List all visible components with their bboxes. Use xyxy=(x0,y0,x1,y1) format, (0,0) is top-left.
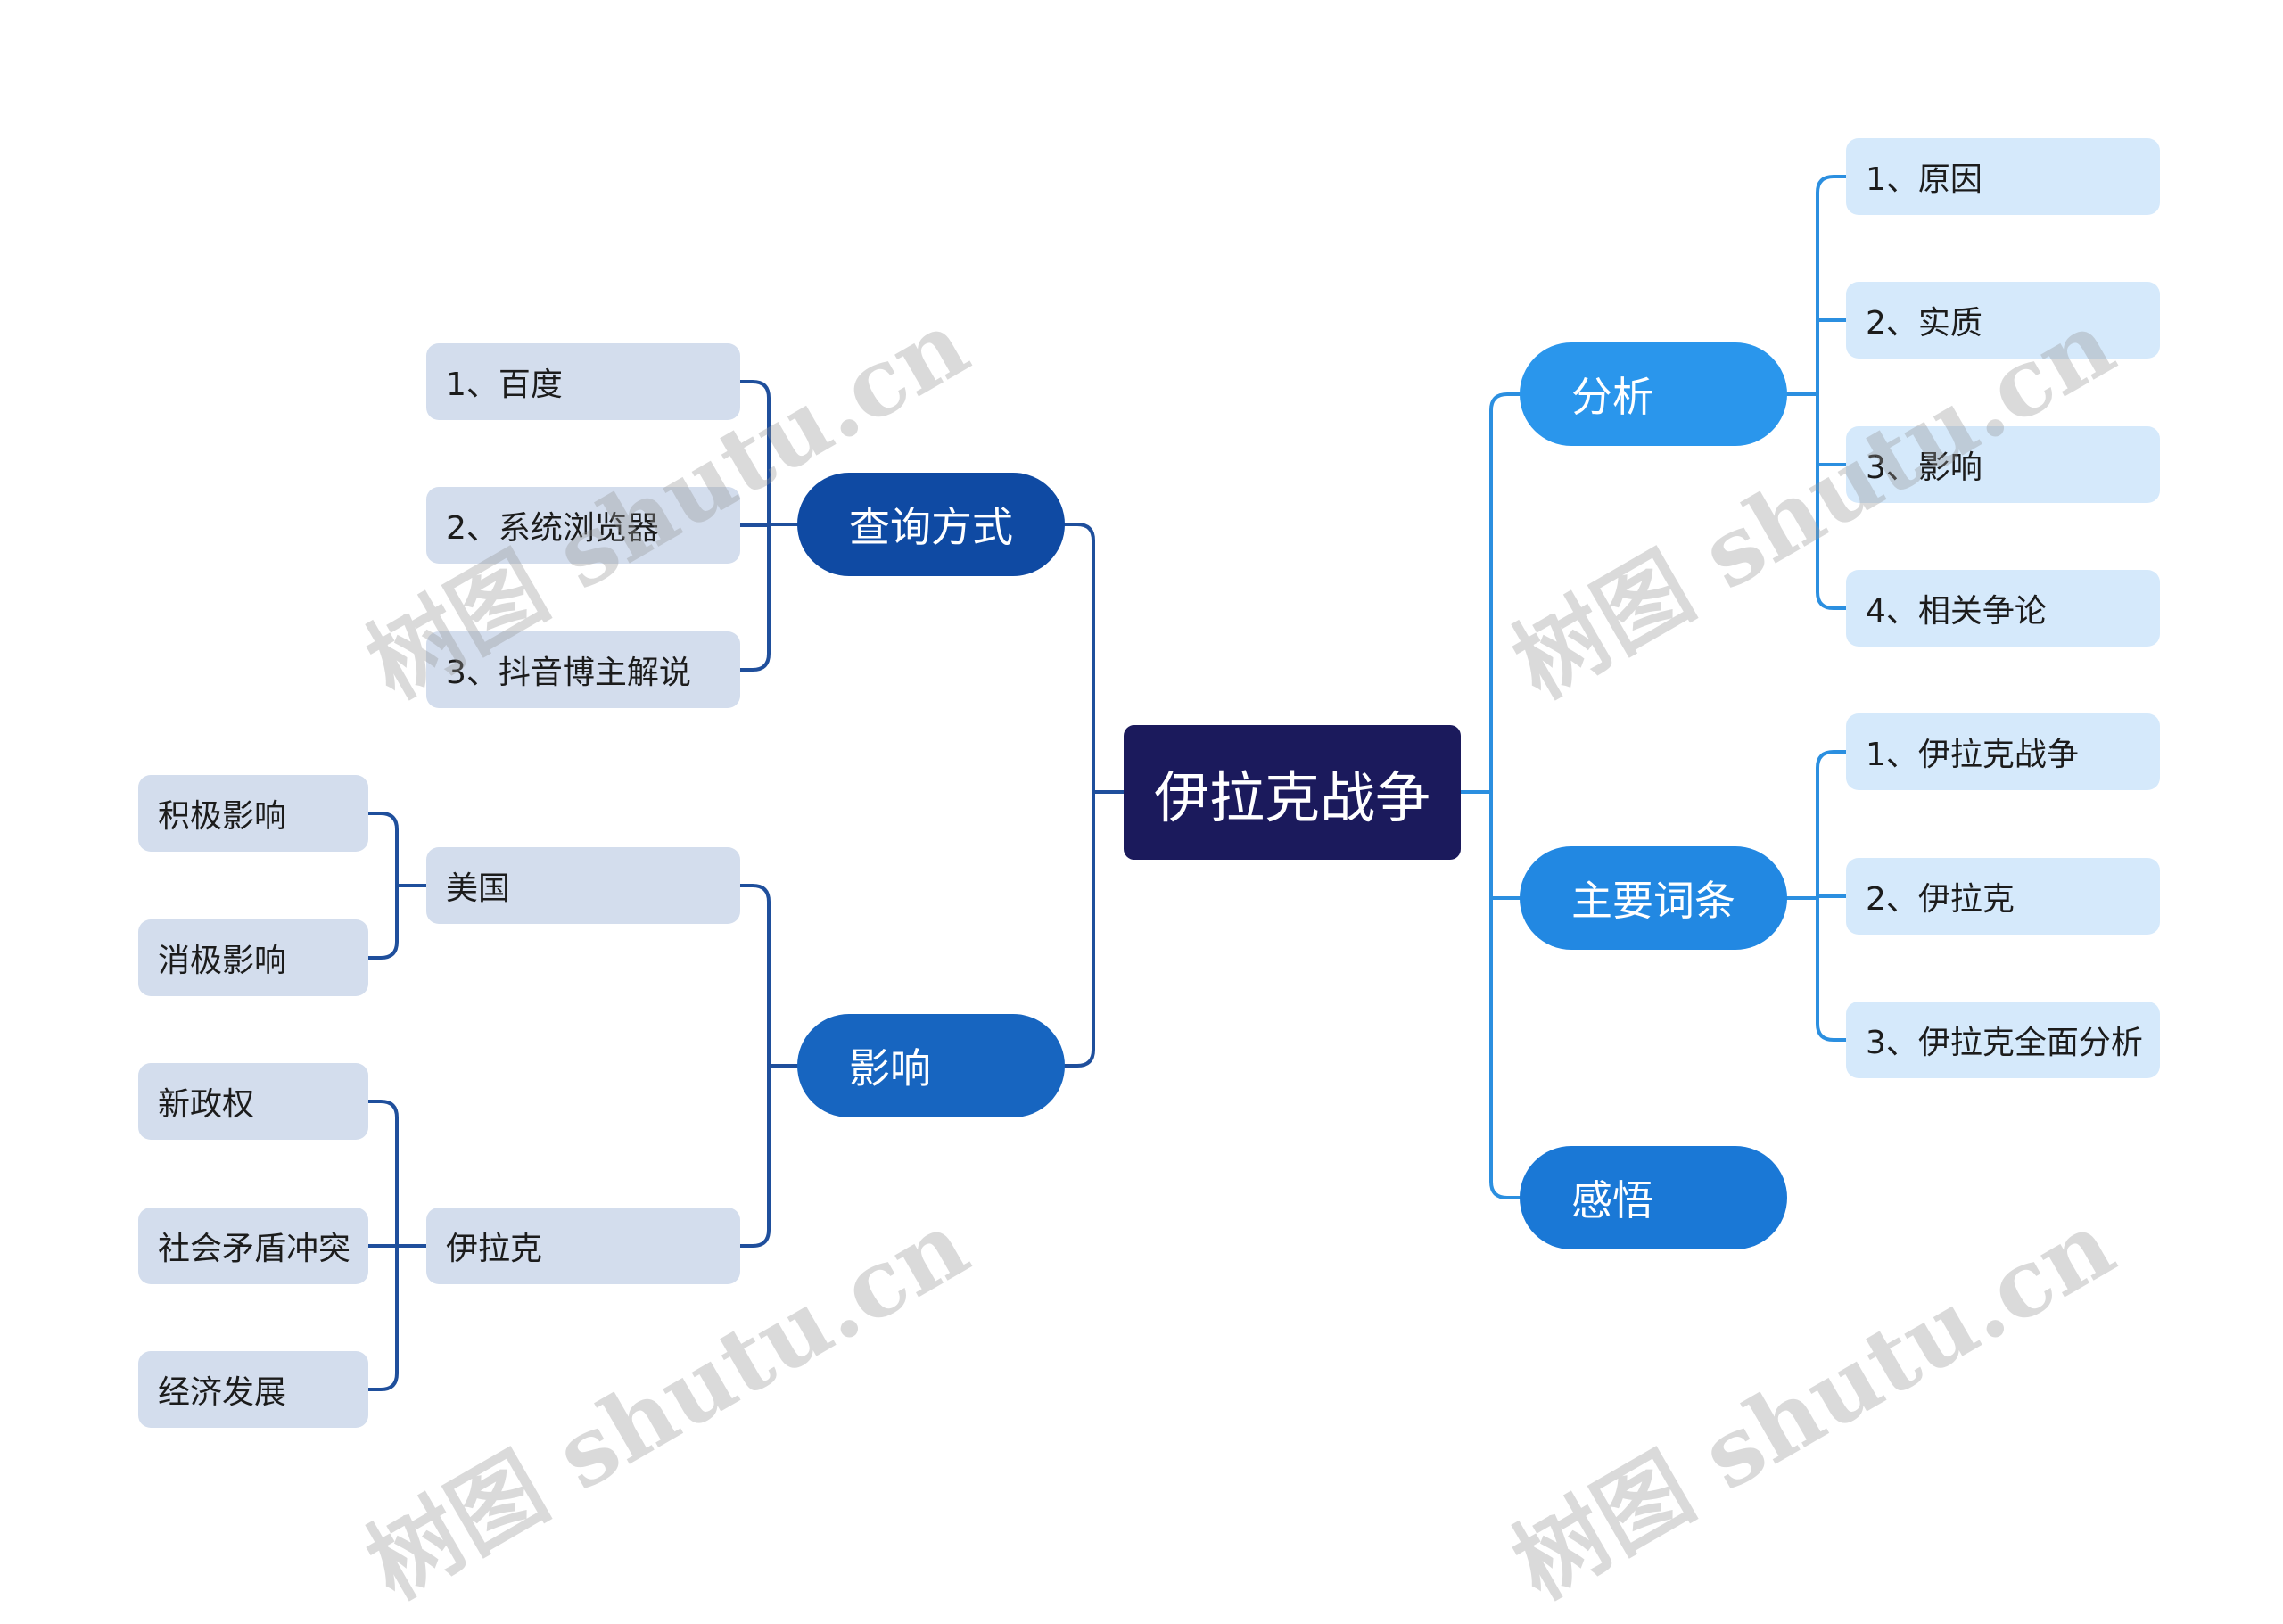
leaf-label: 2、系统浏览器 xyxy=(446,510,659,547)
leaf-label: 1、伊拉克战争 xyxy=(1866,737,2079,773)
leaf-label: 美国 xyxy=(446,870,511,907)
branch-main-entries[interactable]: 主要词条 xyxy=(1520,846,1787,950)
leaf-label: 3、抖音博主解说 xyxy=(446,655,691,691)
edge-usa-leaves xyxy=(367,884,399,960)
branch-impact[interactable]: 影响 xyxy=(797,1014,1065,1117)
edge-analysis-leaves xyxy=(1816,175,1848,396)
branch-analysis[interactable]: 分析 xyxy=(1520,342,1787,446)
root-label: 伊拉克战争 xyxy=(1153,764,1430,830)
edge-root-left xyxy=(1063,790,1095,1068)
leaf-economic-development[interactable]: 经济发展 xyxy=(138,1351,368,1428)
edge-query-leaves xyxy=(738,523,771,672)
leaf-label: 经济发展 xyxy=(158,1374,287,1411)
branch-label: 分析 xyxy=(1571,373,1653,421)
leaf-influence[interactable]: 3、影响 xyxy=(1846,426,2160,503)
branch-query-methods[interactable]: 查询方式 xyxy=(797,473,1065,576)
leaf-label: 积极影响 xyxy=(158,798,287,835)
edge-impact-children xyxy=(738,884,771,1068)
leaf-iraq-war[interactable]: 1、伊拉克战争 xyxy=(1846,713,2160,790)
leaf-label: 新政权 xyxy=(158,1086,255,1123)
branch-reflections[interactable]: 感悟 xyxy=(1520,1146,1787,1249)
leaf-label: 2、实质 xyxy=(1866,305,1982,342)
leaf-iraq-entry[interactable]: 2、伊拉克 xyxy=(1846,858,2160,935)
leaf-label: 社会矛盾冲突 xyxy=(158,1231,351,1267)
edge-usa-leaves xyxy=(367,812,399,887)
leaf-label: 伊拉克 xyxy=(446,1231,543,1267)
leaf-negative-impact[interactable]: 消极影响 xyxy=(138,919,368,996)
leaf-iraq[interactable]: 伊拉克 xyxy=(426,1208,740,1284)
leaf-label: 消极影响 xyxy=(158,943,287,979)
leaf-new-regime[interactable]: 新政权 xyxy=(138,1063,368,1140)
leaf-usa[interactable]: 美国 xyxy=(426,847,740,924)
leaf-label: 2、伊拉克 xyxy=(1866,881,2015,918)
edge-root-right xyxy=(1489,392,1521,794)
root-node[interactable]: 伊拉克战争 xyxy=(1124,725,1461,860)
leaf-label: 1、原因 xyxy=(1866,161,1982,198)
leaf-baidu[interactable]: 1、百度 xyxy=(426,343,740,420)
leaf-social-conflict[interactable]: 社会矛盾冲突 xyxy=(138,1208,368,1284)
leaf-essence[interactable]: 2、实质 xyxy=(1846,282,2160,359)
edge-entries-leaves xyxy=(1816,896,1848,1042)
edge-entries-leaves xyxy=(1816,750,1848,900)
mind-map-canvas: 伊拉克战争 查询方式 1、百度 2、系统浏览器 3、抖音博主解说 影响 美国 伊… xyxy=(138,138,2160,1620)
leaf-positive-impact[interactable]: 积极影响 xyxy=(138,775,368,852)
leaf-label: 3、影响 xyxy=(1866,449,1982,486)
branch-label: 查询方式 xyxy=(849,503,1013,551)
leaf-controversy[interactable]: 4、相关争论 xyxy=(1846,570,2160,647)
edge-query-leaves xyxy=(738,380,771,526)
edge-iraq-leaves xyxy=(367,1244,399,1391)
edge-root-left xyxy=(1063,523,1095,794)
edge-impact-children xyxy=(738,1064,771,1248)
connector-lines xyxy=(367,175,1848,1391)
leaf-label: 3、伊拉克全面分析 xyxy=(1866,1025,2143,1061)
branch-label: 感悟 xyxy=(1571,1176,1653,1224)
branch-label: 主要词条 xyxy=(1571,877,1735,925)
edge-analysis-leaves xyxy=(1816,392,1848,610)
leaf-label: 4、相关争论 xyxy=(1866,593,2047,630)
edge-iraq-leaves xyxy=(367,1100,399,1248)
edge-root-right xyxy=(1489,790,1521,1199)
leaf-cause[interactable]: 1、原因 xyxy=(1846,138,2160,215)
leaf-douyin-blogger[interactable]: 3、抖音博主解说 xyxy=(426,631,740,708)
branch-label: 影响 xyxy=(849,1044,931,1092)
leaf-iraq-analysis[interactable]: 3、伊拉克全面分析 xyxy=(1846,1002,2160,1078)
leaf-system-browser[interactable]: 2、系统浏览器 xyxy=(426,487,740,564)
leaf-label: 1、百度 xyxy=(446,367,563,403)
